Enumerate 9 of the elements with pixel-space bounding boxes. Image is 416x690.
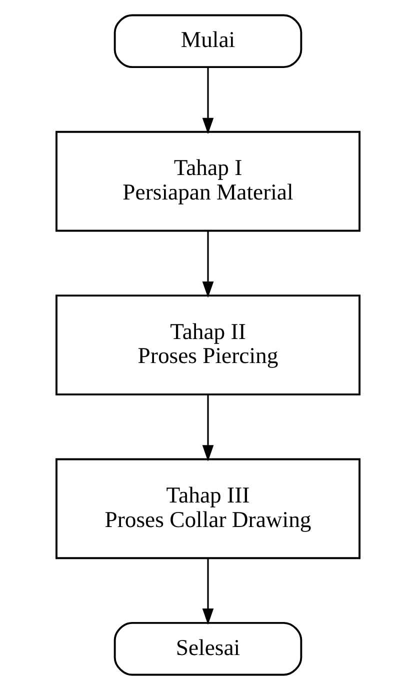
arrow: [202, 231, 214, 298]
node-box: Tahap I Persiapan Material: [56, 130, 360, 232]
arrow: [202, 67, 214, 134]
node-box: Mulai: [114, 14, 302, 68]
node-box: Tahap II Proses Piercing: [56, 294, 360, 396]
node-box: Tahap III Proses Collar Drawing: [56, 458, 360, 560]
arrow: [202, 394, 214, 462]
arrow: [202, 558, 214, 625]
node-box: Selesai: [114, 622, 302, 676]
